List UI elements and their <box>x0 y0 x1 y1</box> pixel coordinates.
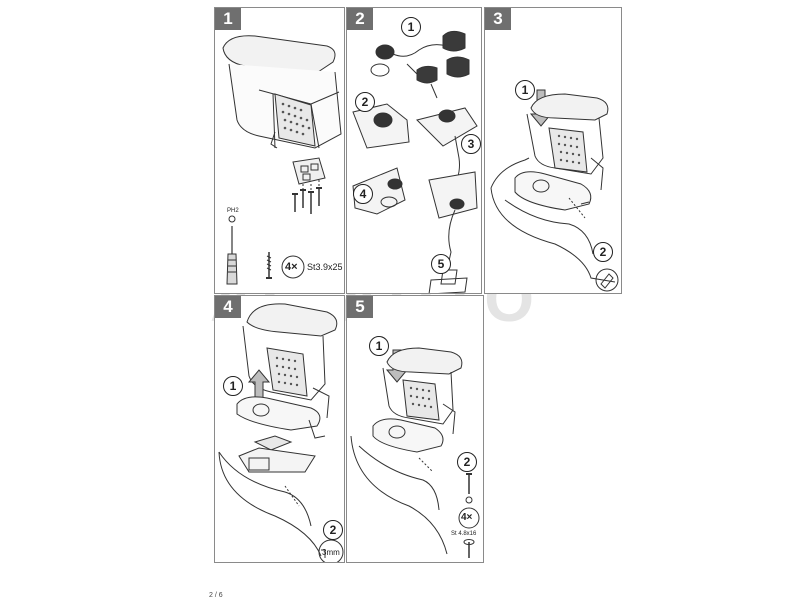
panel-step-2: 2 1 2 <box>346 7 482 294</box>
hole-size-label: 3mm <box>322 548 340 557</box>
screw-count: 4× <box>285 261 298 273</box>
panel-step-1: 1 <box>214 7 345 294</box>
screwdriver-label: PH2 <box>227 208 239 214</box>
step-number-badge: 3 <box>485 8 511 30</box>
panel-step-4: 4 <box>214 295 345 563</box>
armrest-mounting-illustration <box>222 35 342 285</box>
armrest-install-illustration <box>490 89 619 292</box>
screw-spec: St3.9x25 <box>307 262 343 272</box>
panel-step-3: 3 <box>484 7 622 294</box>
panel-step-5: 5 <box>346 295 484 563</box>
screw-spec: St 4.8x16 <box>451 531 477 537</box>
step-number-badge: 5 <box>347 296 373 318</box>
callout-1: 1 <box>223 376 243 396</box>
callout-2: 2 <box>355 92 375 112</box>
step-number-badge: 4 <box>215 296 241 318</box>
socket-wiring-illustration <box>352 30 478 293</box>
callout-1: 1 <box>369 336 389 356</box>
callout-2: 2 <box>593 242 613 262</box>
callout-1: 1 <box>401 17 421 37</box>
callout-5: 5 <box>431 254 451 274</box>
callout-4: 4 <box>353 184 373 204</box>
page-number: 2 / 6 <box>209 592 223 599</box>
armrest-lift-illustration <box>218 303 344 562</box>
step-number-badge: 2 <box>347 8 373 30</box>
callout-2: 2 <box>457 452 477 472</box>
callout-1: 1 <box>515 80 535 100</box>
callout-3: 3 <box>461 134 481 154</box>
step-number-badge: 1 <box>215 8 241 30</box>
callout-2: 2 <box>323 520 343 540</box>
armrest-final-fixing-illustration <box>350 347 480 558</box>
screw-count: 4× <box>461 512 473 523</box>
